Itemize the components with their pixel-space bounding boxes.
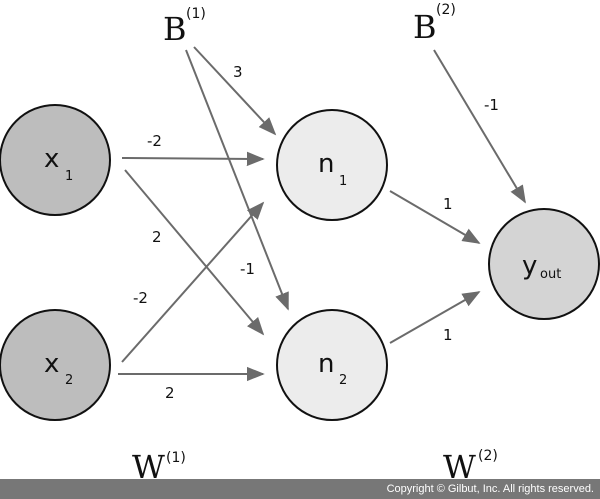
bias-1-superscript: (1) (186, 6, 206, 22)
weight-x2-n1: -2 (133, 289, 148, 307)
weights-2-superscript: (2) (478, 448, 498, 464)
edge-b1-n2 (185, 49, 289, 311)
n2-label: n (318, 349, 334, 379)
copyright-footer: Copyright © Gilbut, Inc. All rights rese… (0, 479, 600, 499)
weight-b2-yout: -1 (484, 96, 499, 114)
weight-x1-n2: 2 (152, 228, 162, 246)
weight-x2-n2: 2 (165, 384, 175, 402)
bias-2-label: B (413, 8, 437, 46)
weight-x1-n1: -2 (147, 132, 162, 150)
weight-n1-yout: 1 (443, 195, 453, 213)
edge-n2-yout (389, 291, 481, 344)
yout-label: y (522, 251, 537, 281)
x1-subscript: 1 (65, 169, 73, 184)
edge-x1-n2 (124, 169, 265, 336)
weight-b1-n1: 3 (233, 63, 243, 81)
node-yout (488, 208, 600, 320)
weight-b1-n2: -1 (240, 260, 255, 278)
node-n1 (276, 109, 388, 221)
n2-subscript: 2 (339, 373, 347, 388)
bias-1-label: B (163, 10, 187, 48)
x1-label: x (44, 144, 59, 174)
yout-subscript: out (540, 267, 561, 282)
weight-n2-yout: 1 (443, 326, 453, 344)
n1-label: n (318, 149, 334, 179)
node-x1 (0, 104, 111, 216)
x2-label: x (44, 349, 59, 379)
n1-subscript: 1 (339, 174, 347, 189)
edge-b2-yout (433, 49, 526, 204)
bias-2-superscript: (2) (436, 2, 456, 18)
x2-subscript: 2 (65, 373, 73, 388)
edge-x1-n1 (121, 151, 265, 167)
weights-1-superscript: (1) (166, 450, 186, 466)
node-x2 (0, 309, 111, 421)
edge-x2-n1 (121, 201, 265, 363)
edge-b1-n1 (193, 46, 277, 136)
edge-n1-yout (389, 190, 481, 244)
node-n2 (276, 309, 388, 421)
